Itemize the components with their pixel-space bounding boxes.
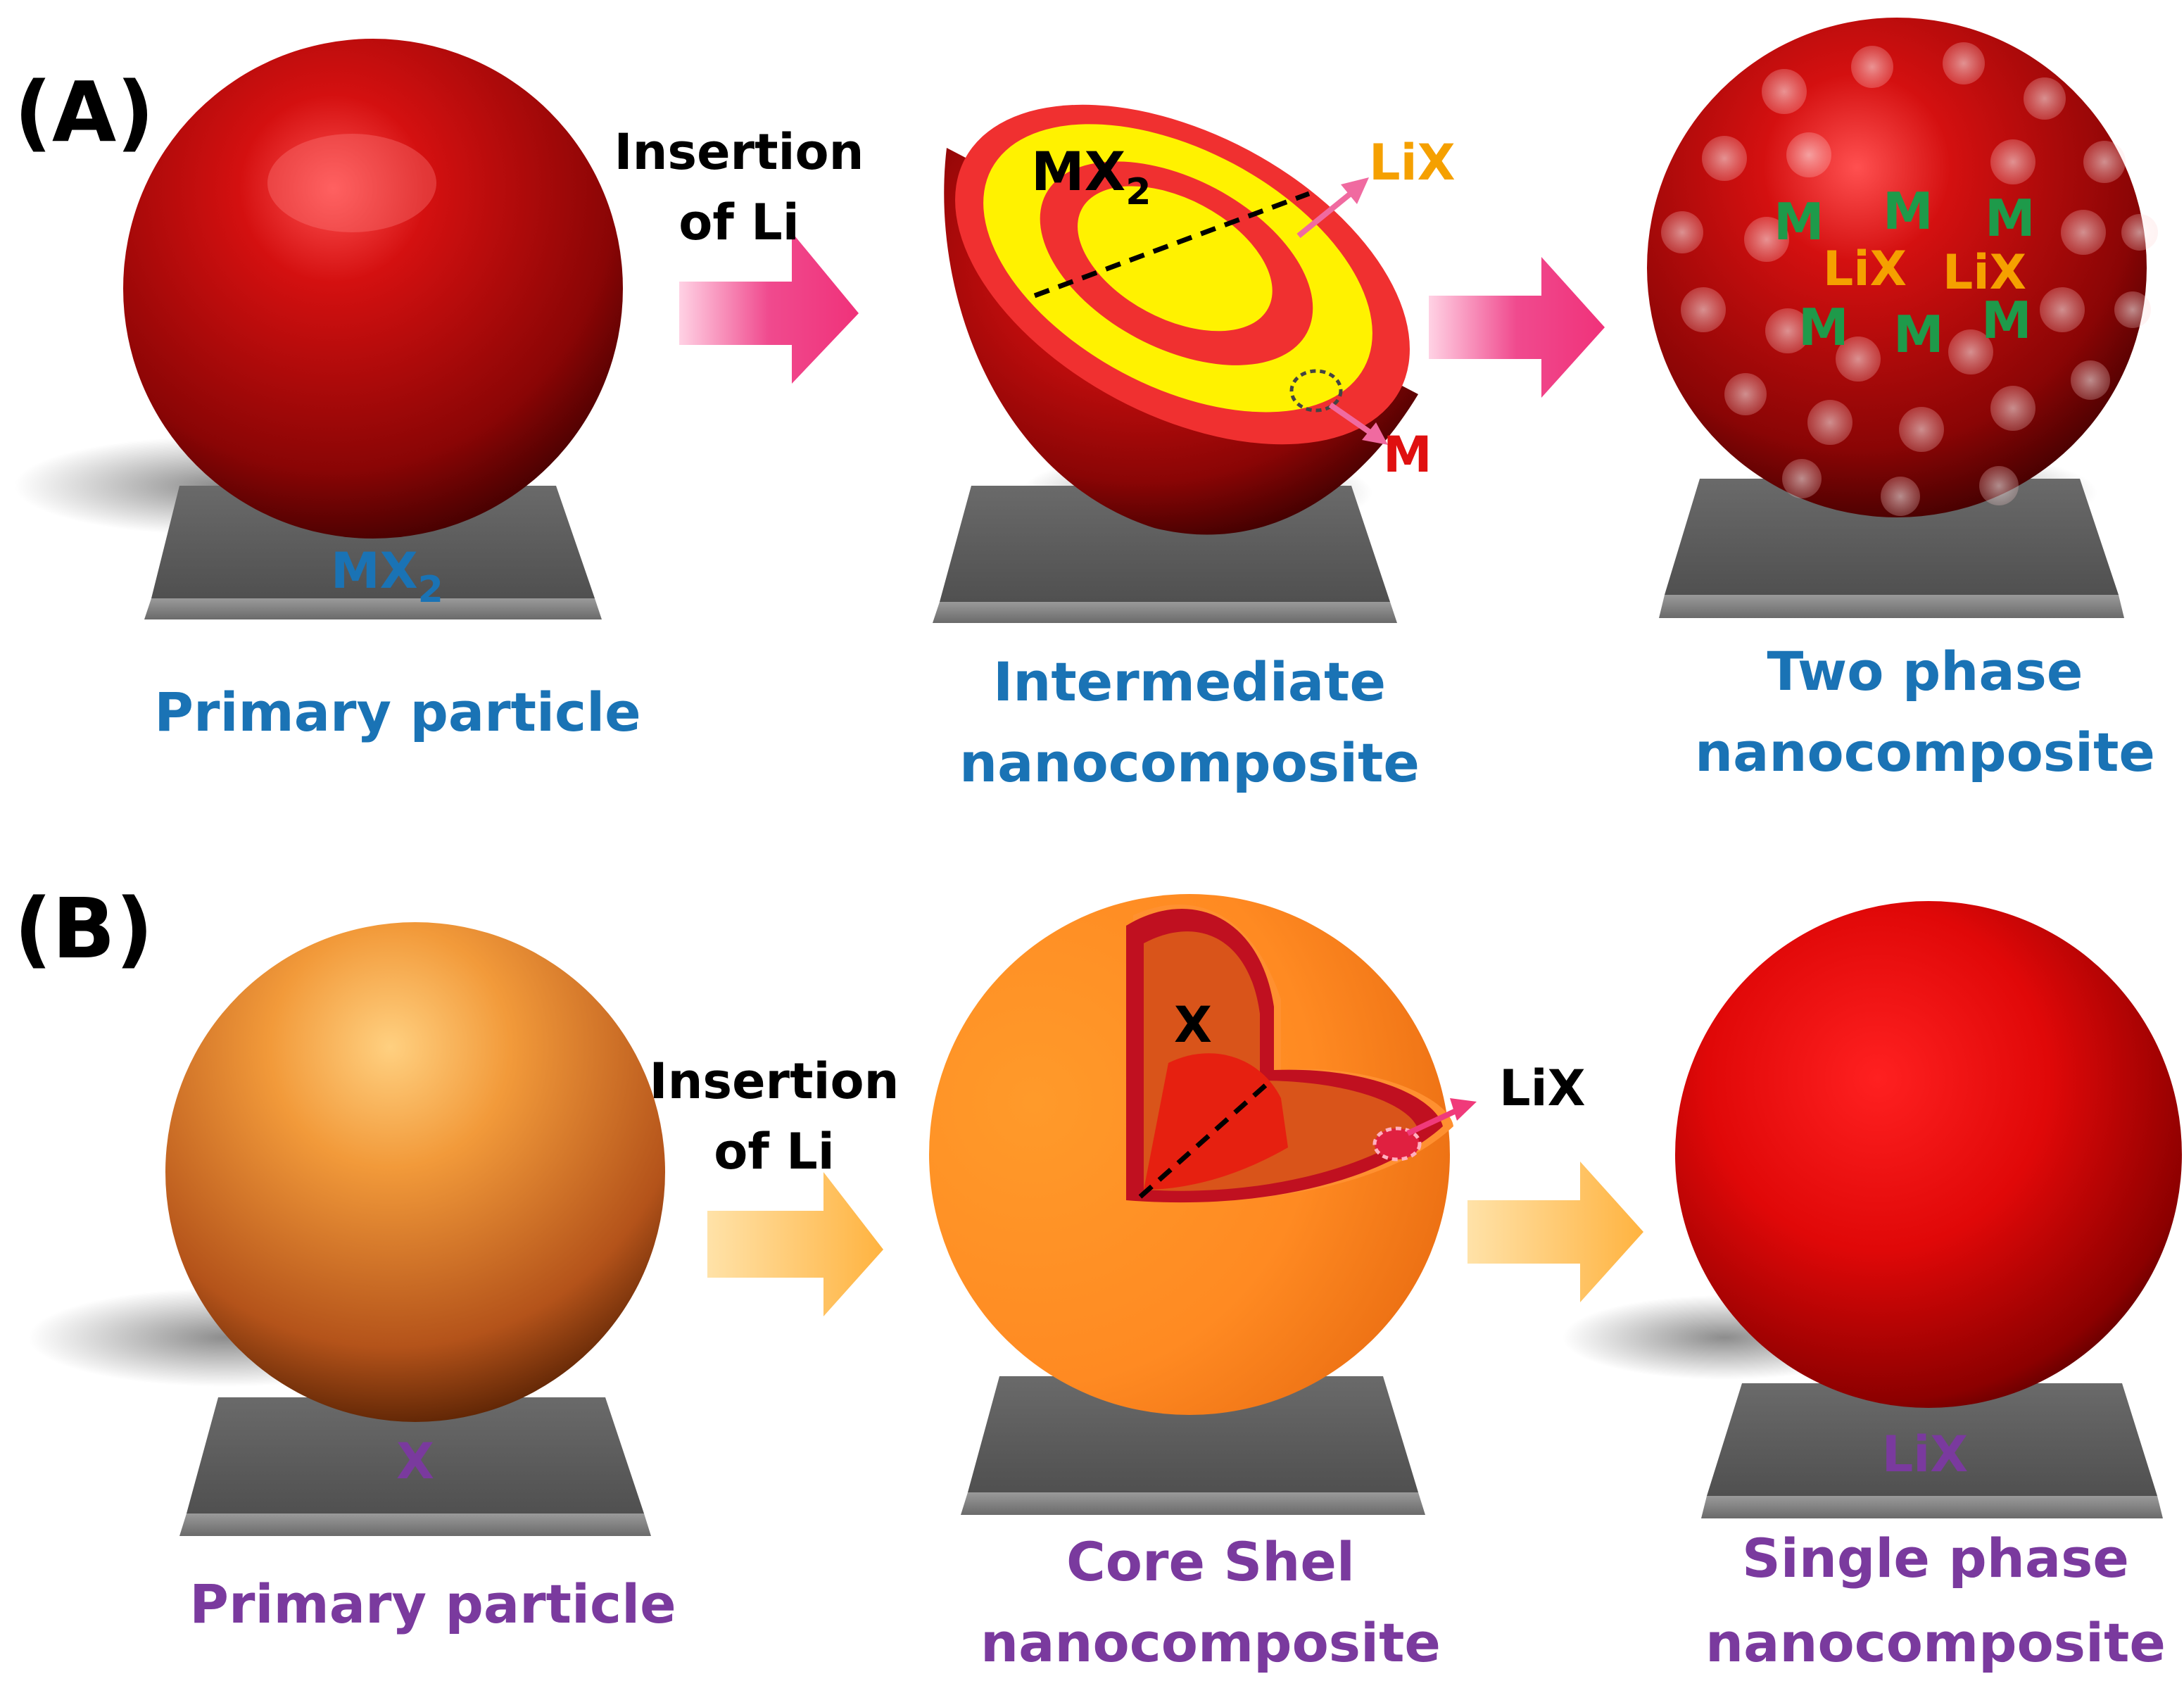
lix-particle-dotted <box>1372 1126 1422 1162</box>
core-label-mx2: MX2 <box>1031 140 1151 213</box>
m-label: M <box>1774 192 1824 251</box>
pedestal <box>961 1376 1425 1515</box>
core-x-region <box>1144 1053 1288 1190</box>
core-shell-nanocomposite: X LiX Core Shel nanocomposite <box>929 894 1586 1674</box>
arrow-b2-shape <box>1467 1162 1643 1302</box>
m-label: M <box>1985 189 2035 248</box>
caption-core-shell-line2: nanocomposite <box>980 1611 1441 1674</box>
lix-pointer-head <box>1341 177 1369 204</box>
lix-labels: LiX LiX <box>1823 241 2026 301</box>
arrow-a1-text-line2: of Li <box>678 194 800 251</box>
label-lix-intermediate: LiX <box>1369 134 1456 191</box>
arrow-b1-text-line1: Insertion <box>650 1052 900 1110</box>
arrow-insertion-a: Insertion of Li <box>614 123 864 384</box>
caption-primary-particle-a: Primary particle <box>154 681 640 743</box>
pedestal <box>144 486 602 619</box>
sphere-highlight <box>267 134 436 232</box>
arrow-b1-shape <box>707 1172 883 1316</box>
sphere-mx2 <box>123 39 623 539</box>
lix-specks <box>1661 42 2158 516</box>
pedestal <box>1701 1383 2163 1518</box>
m-label: M <box>1981 291 2032 350</box>
caption-primary-particle-b: Primary particle <box>189 1573 676 1635</box>
caption-core-shell-line1: Core Shel <box>1066 1530 1355 1593</box>
pedestal-label-lix: LiX <box>1882 1425 1969 1483</box>
primary-particle-a: MX2 Primary particle <box>14 39 641 743</box>
label-m-intermediate: M <box>1383 426 1432 484</box>
lix-pointer-arrow <box>1296 187 1357 239</box>
pedestal <box>179 1397 651 1536</box>
m-label: M <box>1883 182 1933 241</box>
pedestal-label-x: X <box>396 1433 434 1490</box>
cut-line <box>1138 1082 1269 1199</box>
caption-intermediate-line2: nanocomposite <box>959 731 1420 794</box>
single-phase-nanocomposite: LiX Single phase nanocomposite <box>1563 901 2182 1674</box>
arrow-insertion-b: Insertion of Li <box>650 1052 900 1316</box>
label-lix-core-shell: LiX <box>1499 1059 1586 1117</box>
pedestal-label-mx2: MX2 <box>331 542 443 611</box>
intermediate-nanocomposite: MX2 LiX M Intermediate nanocomposite <box>933 104 1456 794</box>
lix-label: LiX <box>1823 241 1907 297</box>
sphere-lix <box>1675 901 2182 1408</box>
lix-pointer-arrow <box>1406 1106 1462 1136</box>
m-pointer-arrow <box>1328 402 1378 439</box>
panel-label-a: (A) <box>14 63 154 161</box>
caption-single-phase-line1: Single phase <box>1742 1527 2129 1590</box>
lix-pointer-head <box>1450 1098 1477 1121</box>
two-phase-nanocomposite: M M M M M M LiX LiX Two phase nanocompos… <box>1647 18 2158 783</box>
pedestal <box>1659 479 2124 618</box>
primary-particle-b: X Primary particle <box>28 922 676 1635</box>
m-particle-dotted <box>1289 369 1343 413</box>
sphere-x <box>165 922 665 1422</box>
core-label-x: X <box>1174 996 1212 1054</box>
caption-single-phase-line2: nanocomposite <box>1705 1611 2166 1674</box>
m-pointer-head <box>1362 422 1388 445</box>
caption-two-phase-line2: nanocomposite <box>1695 721 2155 783</box>
caption-intermediate-line1: Intermediate <box>993 650 1386 713</box>
lix-label: LiX <box>1943 245 2026 301</box>
arrow-b1-text-line2: of Li <box>714 1123 835 1181</box>
panel-label-b: (B) <box>14 880 153 977</box>
core-mx2 <box>1110 210 1240 306</box>
m-labels: M M M M M M <box>1774 182 2035 364</box>
m-label: M <box>1893 305 1944 364</box>
m-label: M <box>1798 298 1849 357</box>
arrow-a2-shape <box>1429 257 1605 398</box>
caption-two-phase-line1: Two phase <box>1767 640 2083 703</box>
arrow-a1-text-line1: Insertion <box>614 123 864 181</box>
arrow-a2 <box>1429 257 1605 398</box>
arrow-b2 <box>1467 1162 1643 1302</box>
arrow-a1-shape <box>679 232 859 384</box>
